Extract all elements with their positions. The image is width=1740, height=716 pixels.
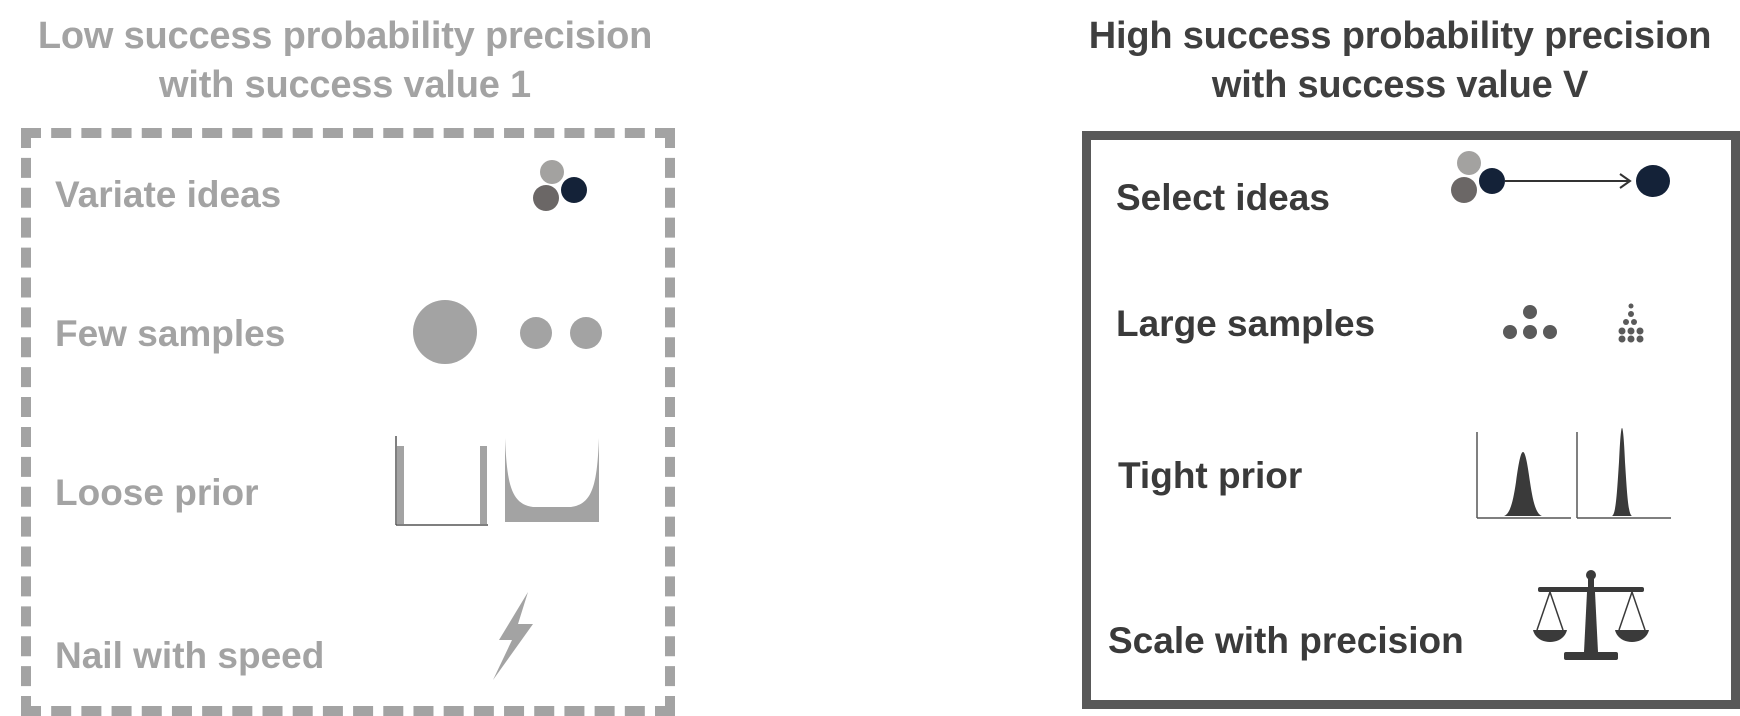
right-panel-title: High success probability precision with … xyxy=(1060,12,1740,110)
right-title-line2: with success value V xyxy=(1211,64,1589,106)
left-title-line2: with success value 1 xyxy=(159,64,531,106)
loose-prior-plots-icon xyxy=(395,436,599,526)
left-title-line1: Low success probability precision xyxy=(37,15,653,57)
u-shaped-prior-plot xyxy=(505,438,599,522)
lightning-icon xyxy=(493,592,533,680)
left-item-few-samples: Few samples xyxy=(55,313,286,354)
many-dots-icon xyxy=(1503,303,1644,343)
left-item-nail-with-speed: Nail with speed xyxy=(55,635,325,676)
uniform-prior-plot xyxy=(395,436,488,526)
large-circle xyxy=(413,300,477,364)
left-panel-title: Low success probability precision with s… xyxy=(0,12,690,110)
right-title-line1: High success probability precision xyxy=(1088,15,1712,57)
left-item-variate-ideas: Variate ideas xyxy=(55,174,282,215)
right-item-select-ideas: Select ideas xyxy=(1116,177,1330,218)
left-item-loose-prior: Loose prior xyxy=(55,472,259,513)
small-circle-2 xyxy=(570,317,602,349)
right-panel-solid-box xyxy=(1082,131,1740,709)
left-panel-dashed-box xyxy=(21,128,675,716)
few-circles-icon xyxy=(413,300,602,364)
small-circle-1 xyxy=(520,317,552,349)
narrow-prior-plot xyxy=(1476,432,1571,519)
right-item-tight-prior: Tight prior xyxy=(1118,455,1303,496)
idea-dots-icon xyxy=(533,160,587,211)
right-item-large-samples: Large samples xyxy=(1116,303,1376,344)
right-item-scale-with-precision: Scale with precision xyxy=(1108,620,1464,661)
very-narrow-prior-plot xyxy=(1576,428,1671,519)
balance-scale-icon xyxy=(1533,570,1649,660)
tight-prior-plots-icon xyxy=(1476,428,1671,519)
idea-select-arrow-icon xyxy=(1451,151,1670,203)
